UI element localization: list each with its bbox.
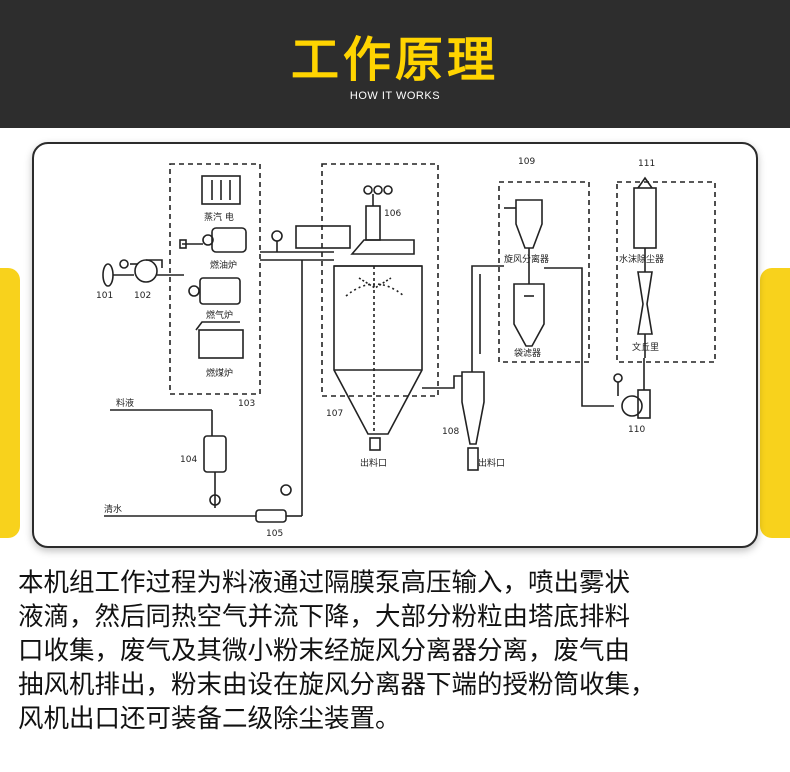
separator-enclosure [498,181,590,363]
num-103: 103 [238,399,255,409]
description-line: 液滴，然后同热空气并流下降，大部分粉粒由塔底排料 [18,602,631,632]
description-line: 抽风机排出，粉末由设在旋风分离器下端的授粉筒收集， [18,670,656,700]
num-110: 110 [628,425,645,435]
label-water-film-dust: 水沫除尘器 [619,253,664,265]
label-discharge-main: 出料口 [360,457,387,469]
dust-enclosure [616,181,716,363]
venturi-scrubber [637,271,653,335]
num-102: 102 [134,291,151,301]
label-venturi: 文丘里 [632,341,659,353]
pump-105 [255,509,287,523]
feed-tank-104 [203,435,227,473]
steam-electric-unit [201,175,241,205]
num-105: 105 [266,529,283,539]
num-107: 107 [326,409,343,419]
label-steam-electric: 蒸汽 电 [204,211,234,223]
num-101: 101 [96,291,113,301]
num-104: 104 [180,455,197,465]
label-gas-furnace: 燃气炉 [206,309,233,321]
process-flow-diagram: 蒸汽 电 燃油炉 燃气炉 燃煤炉 料液 清水 出料口 出料口 旋风分离器 袋滤器… [96,157,716,539]
num-111: 111 [638,159,655,169]
accent-bar-right [760,268,790,538]
heat-source-box [169,163,261,395]
cyclone-separator-109 [515,199,543,249]
bag-filter [513,283,545,347]
description-line: 风机出口还可装备二级除尘装置。 [18,704,401,734]
label-coal-furnace: 燃煤炉 [206,367,233,379]
page-subtitle: HOW IT WORKS [349,90,441,102]
page-title: 工作原理 [290,32,499,88]
diagram-card: 蒸汽 电 燃油炉 燃气炉 燃煤炉 料液 清水 出料口 出料口 旋风分离器 袋滤器… [32,142,758,548]
label-cyclone-separator: 旋风分离器 [504,253,549,265]
num-109: 109 [518,157,535,167]
gas-furnace [199,277,241,305]
drying-tower-107 [333,265,423,435]
label-bag-filter: 袋滤器 [514,347,541,359]
process-description: 本机组工作过程为料液通过隔膜泵高压输入，喷出雾状 液滴，然后同热空气并流下降，大… [18,566,782,736]
exhaust-fan-110 [621,395,643,417]
num-106: 106 [384,209,401,219]
water-film-dust-collector [633,187,657,249]
header-banner: 工作原理 HOW IT WORKS [0,0,790,128]
num-108: 108 [442,427,459,437]
cyclone-108 [461,371,485,445]
description-line: 本机组工作过程为料液通过隔膜泵高压输入，喷出雾状 [18,568,631,598]
atomizer-106 [365,205,381,241]
label-discharge-cyclone: 出料口 [478,457,505,469]
coal-furnace [198,329,244,359]
description-line: 口收集，废气及其微小粉末经旋风分离器分离，废气由 [18,636,631,666]
air-intake-101 [102,263,114,287]
label-feed-liquid: 料液 [116,397,134,409]
label-clean-water: 清水 [104,503,122,515]
tower-enclosure [321,163,439,397]
oil-furnace [211,227,247,253]
accent-bar-left [0,268,20,538]
blower-102 [134,259,158,283]
label-oil-furnace: 燃油炉 [210,259,237,271]
